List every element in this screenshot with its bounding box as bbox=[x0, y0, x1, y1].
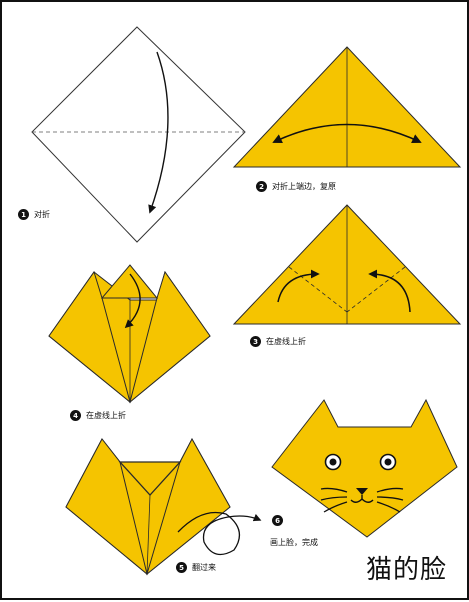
step-caption: 对折 bbox=[34, 209, 50, 220]
diagram-title: 猫的脸 bbox=[366, 549, 447, 586]
top-point bbox=[102, 265, 157, 298]
step-caption: 对折上端边，复原 bbox=[272, 181, 336, 192]
step6-caption: 画上脸，完成 bbox=[270, 537, 318, 548]
step-number-badge: 6 bbox=[272, 515, 283, 526]
step5-figure bbox=[66, 439, 260, 574]
left-eye bbox=[326, 455, 341, 470]
step-number-badge: 2 bbox=[256, 181, 267, 192]
step1-figure bbox=[32, 27, 245, 242]
step-number-badge: 3 bbox=[250, 336, 261, 347]
step-caption: 在虚线上折 bbox=[266, 336, 306, 347]
step6-label: 6 bbox=[272, 515, 283, 526]
right-eye bbox=[381, 455, 396, 470]
step3-figure bbox=[234, 205, 460, 324]
step5-label: 5 翻过来 bbox=[176, 562, 216, 573]
step6-figure bbox=[272, 400, 457, 537]
step-number-badge: 5 bbox=[176, 562, 187, 573]
step-number-badge: 1 bbox=[18, 209, 29, 220]
step3-label: 3 在虚线上折 bbox=[250, 336, 306, 347]
step-caption: 在虚线上折 bbox=[86, 410, 126, 421]
step2-label: 2 对折上端边，复原 bbox=[256, 181, 336, 192]
paper-diamond bbox=[32, 27, 245, 242]
step-caption: 翻过来 bbox=[192, 562, 216, 573]
step4-label: 4 在虚线上折 bbox=[70, 410, 126, 421]
step-number-badge: 4 bbox=[70, 410, 81, 421]
step1-label: 1 对折 bbox=[18, 209, 50, 220]
cat-head bbox=[272, 400, 457, 537]
step2-figure bbox=[234, 47, 460, 167]
step4-figure bbox=[49, 265, 210, 402]
